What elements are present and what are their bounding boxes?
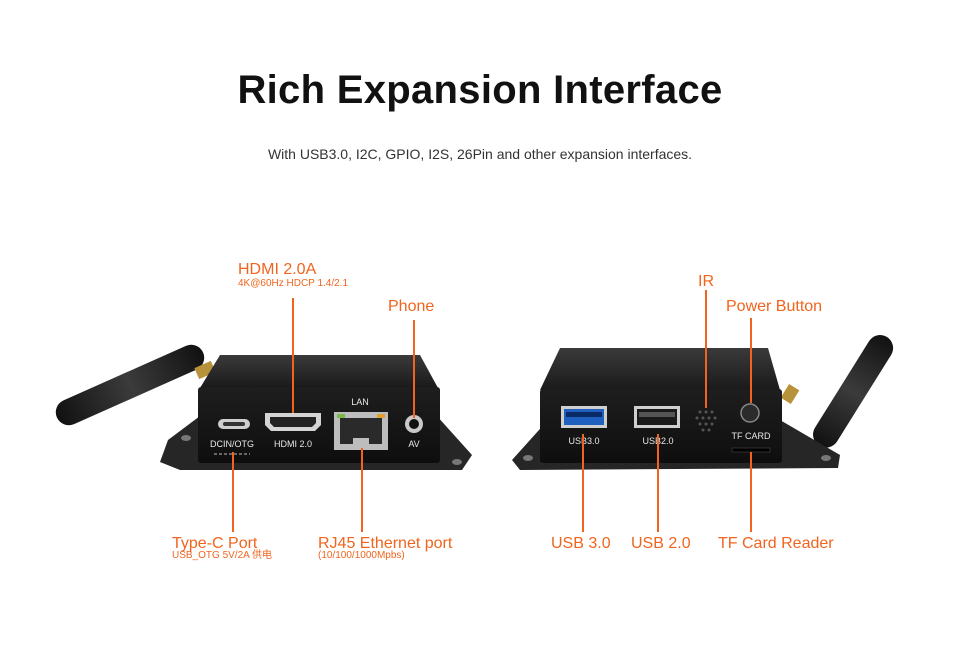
left-screw-hole: [452, 459, 462, 465]
left-device: DCIN/OTG HDMI 2.0 LAN AV: [55, 298, 472, 532]
power-button: [740, 403, 760, 423]
callout-hdmi-detail: 4K@60Hz HDCP 1.4/2.1: [238, 278, 349, 289]
callout-phone-label: Phone: [388, 298, 435, 315]
left-leader-lines: [232, 298, 415, 532]
right-device: USB3.0 USB2.0 TF CARD: [512, 290, 894, 532]
callout-power-label: Power Button: [726, 298, 823, 315]
left-screw-hole: [181, 435, 191, 441]
callout-rj45-detail: (10/100/1000Mpbs): [318, 550, 405, 561]
page-title: Rich Expansion Interface: [237, 68, 723, 112]
left-box-top: [200, 355, 438, 388]
hdmi-port: [265, 413, 321, 431]
port-label-av: AV: [408, 439, 419, 449]
tf-card-slot: [731, 447, 771, 453]
callout-hdmi-label: HDMI 2.0A: [238, 261, 317, 278]
ir-receiver: [695, 410, 717, 432]
rj45-port: [334, 412, 388, 450]
port-label-dcin: DCIN/OTG: [210, 439, 254, 449]
callout-rj45-label: RJ45 Ethernet port: [318, 535, 453, 552]
usb3-port: [561, 406, 607, 428]
right-antenna: [780, 335, 894, 448]
right-leader-lines: [582, 290, 752, 532]
callout-ir-label: IR: [698, 273, 714, 290]
callout-typec-detail: USB_OTG 5V/2A 供电: [172, 550, 273, 561]
left-antenna: [55, 344, 216, 426]
port-label-tf: TF CARD: [732, 431, 771, 441]
right-screw-hole: [821, 455, 831, 461]
right-box-top: [540, 348, 780, 390]
callout-usb3-label: USB 3.0: [551, 535, 611, 552]
av-jack: [405, 415, 423, 433]
right-screw-hole: [523, 455, 533, 461]
page-subtitle: With USB3.0, I2C, GPIO, I2S, 26Pin and o…: [267, 146, 693, 162]
callout-usb2-label: USB 2.0: [631, 535, 691, 552]
port-label-hdmi: HDMI 2.0: [274, 439, 312, 449]
usb2-port: [634, 406, 680, 428]
callout-typec-label: Type-C Port: [172, 535, 258, 552]
port-label-lan: LAN: [351, 397, 369, 407]
callout-tf-label: TF Card Reader: [718, 535, 834, 552]
